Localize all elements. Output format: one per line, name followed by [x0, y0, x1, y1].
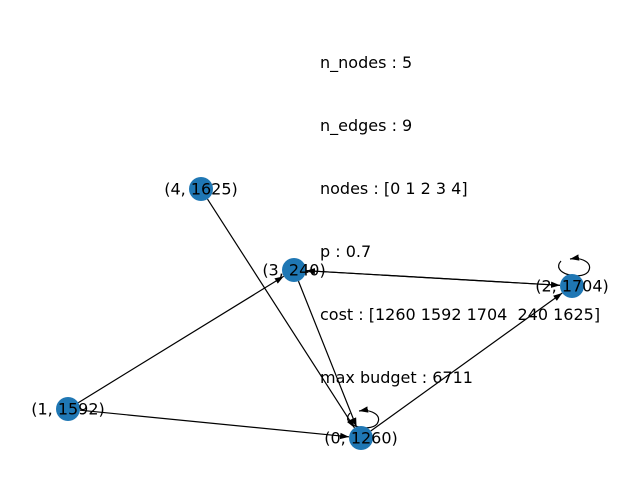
- edge-2-to-2: [558, 254, 591, 277]
- edge-1-to-0: [79, 409, 350, 440]
- node-label-4: (4, 1625): [164, 180, 238, 199]
- info-nodes: nodes : [0 1 2 3 4]: [320, 179, 468, 198]
- edge-layer: [77, 198, 591, 440]
- node-label-3: (3, 240): [262, 261, 325, 280]
- node-4: [189, 177, 213, 201]
- node-1: [56, 397, 80, 421]
- info-cost: cost : [1260 1592 1704 240 1625]: [320, 305, 601, 324]
- info-max-budget: max budget : 6711: [320, 368, 473, 387]
- node-2: [560, 274, 584, 298]
- edge-1-to-3: [77, 275, 285, 404]
- node-label-2: (2, 1704): [535, 277, 609, 296]
- label-layer: (0, 1260) (1, 1592) (2, 1704) (3, 240) (4, 1…: [31, 180, 609, 448]
- info-n-edges: n_edges : 9: [320, 116, 413, 135]
- edge-3-to-0: [297, 280, 358, 428]
- node-3: [282, 258, 306, 282]
- node-layer: [56, 177, 584, 450]
- graph-info-panel: n_nodes : 5 n_edges : 9 nodes : [0 1 2 3…: [320, 10, 600, 430]
- edge-4-to-0: [206, 198, 356, 429]
- info-p: p : 0.7: [320, 242, 372, 261]
- edge-3-to-2: [305, 270, 561, 288]
- node-label-1: (1, 1592): [31, 400, 105, 419]
- node-0: [349, 426, 373, 450]
- info-n-nodes: n_nodes : 5: [320, 53, 413, 72]
- edge-0-to-2: [370, 292, 563, 432]
- node-label-0: (0, 1260): [324, 429, 398, 448]
